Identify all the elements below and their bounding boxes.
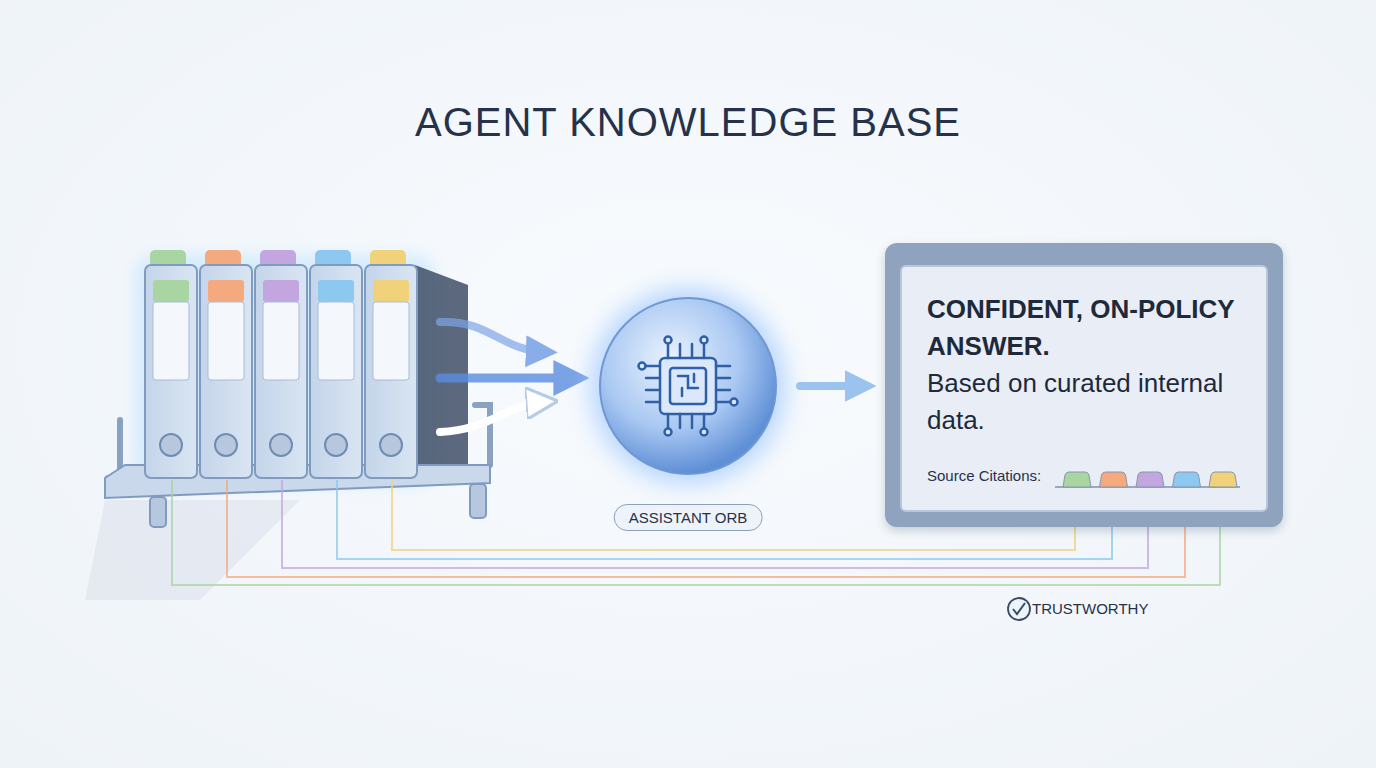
answer-heading: CONFIDENT, ON-POLICY ANSWER. [927, 291, 1247, 365]
orb-shape [598, 296, 778, 476]
citation-tabs [1055, 467, 1255, 491]
citations-label: Source Citations: [927, 467, 1041, 484]
answer-screen: CONFIDENT, ON-POLICY ANSWER.Based on cur… [885, 243, 1283, 527]
node-label-pill: ASSISTANT ORB [614, 504, 763, 531]
answer-body: Based on curated internal data. [927, 365, 1227, 439]
status-label: TRUSTWORTHY [1032, 600, 1148, 617]
binder-glow [135, 255, 435, 485]
diagram-title: AGENT KNOWLEDGE BASE [0, 100, 1376, 145]
flow-arrows [440, 322, 575, 432]
assistant-orb: ASSISTANT ORB [598, 296, 778, 476]
binder-side [415, 265, 468, 478]
check-icon [1008, 598, 1030, 620]
binders [145, 250, 417, 478]
flow-arrow [800, 382, 867, 390]
